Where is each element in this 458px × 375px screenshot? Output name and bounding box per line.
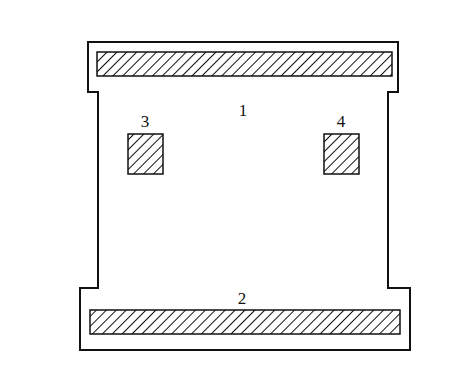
callout-number: 2 (238, 290, 247, 307)
bottom-winding (90, 310, 400, 334)
callout-number: 3 (141, 113, 150, 130)
callout-number: 1 (239, 102, 248, 119)
right-conductor (324, 134, 359, 174)
top-winding (97, 52, 392, 76)
callout-number: 4 (337, 113, 346, 130)
left-conductor (128, 134, 163, 174)
core-outline (80, 42, 410, 350)
